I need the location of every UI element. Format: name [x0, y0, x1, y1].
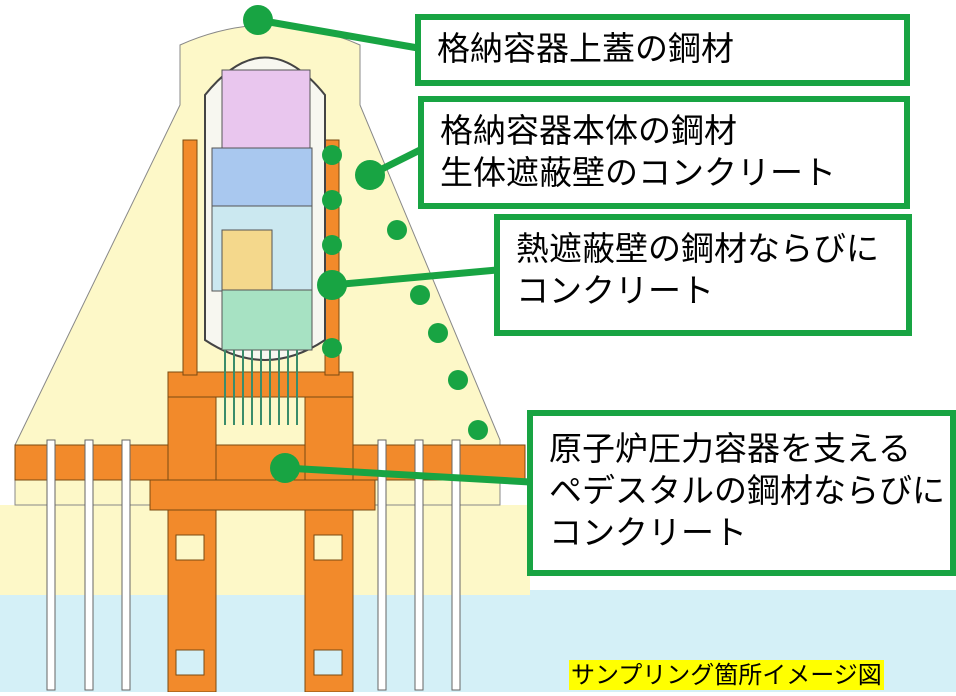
callout-text: コンクリート — [516, 271, 714, 310]
leader-lines — [257, 16, 531, 486]
callout-text: 原子炉圧力容器を支える — [549, 429, 912, 468]
sampling-markers — [243, 5, 488, 483]
control-rods — [224, 350, 298, 425]
callout-text: コンクリート — [549, 513, 747, 552]
callout-pedestal: 原子炉圧力容器を支える ペデスタルの鋼材ならびに コンクリート — [527, 410, 956, 576]
callout-lid-steel: 格納容器上蓋の鋼材 — [415, 14, 910, 86]
callout-text: 熱遮蔽壁の鋼材ならびに — [516, 229, 879, 268]
piles — [46, 439, 461, 691]
figure-caption: サンプリング箇所イメージ図 — [569, 660, 884, 690]
core-fuel — [221, 229, 273, 291]
callout-text: 格納容器本体の鋼材 — [440, 111, 737, 150]
upper-internals — [221, 69, 311, 149]
callout-text: ペデスタルの鋼材ならびに — [549, 471, 945, 510]
callout-heat-shield: 熱遮蔽壁の鋼材ならびに コンクリート — [494, 214, 912, 336]
callout-text: 格納容器上蓋の鋼材 — [437, 29, 734, 68]
callout-text: 生体遮蔽壁のコンクリート — [440, 153, 836, 192]
callout-vessel-body: 格納容器本体の鋼材 生体遮蔽壁のコンクリート — [418, 96, 910, 209]
